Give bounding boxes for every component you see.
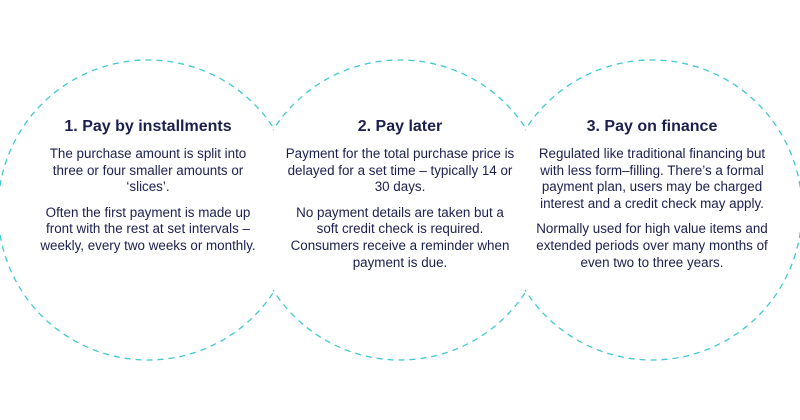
option-description: The purchase amount is split into three … <box>49 146 247 195</box>
option-title: 3. Pay on finance <box>586 118 718 135</box>
option-finance: 3. Pay on finance Regulated like traditi… <box>532 118 772 280</box>
option-description: Often the first payment is made up front… <box>40 204 256 253</box>
option-description: Normally used for high value items and e… <box>536 221 768 270</box>
option-installments: 1. Pay by installments The purchase amou… <box>33 118 263 264</box>
option-description: No payment details are taken but a soft … <box>290 204 510 270</box>
option-pay-later: 2. Pay later Payment for the total purch… <box>285 118 515 280</box>
circle-finance <box>501 59 800 361</box>
option-description: Regulated like traditional financing but… <box>538 146 766 211</box>
option-title: 1. Pay by installments <box>64 118 232 135</box>
option-title: 2. Pay later <box>357 118 443 135</box>
option-description: Payment for the total purchase price is … <box>285 146 515 195</box>
